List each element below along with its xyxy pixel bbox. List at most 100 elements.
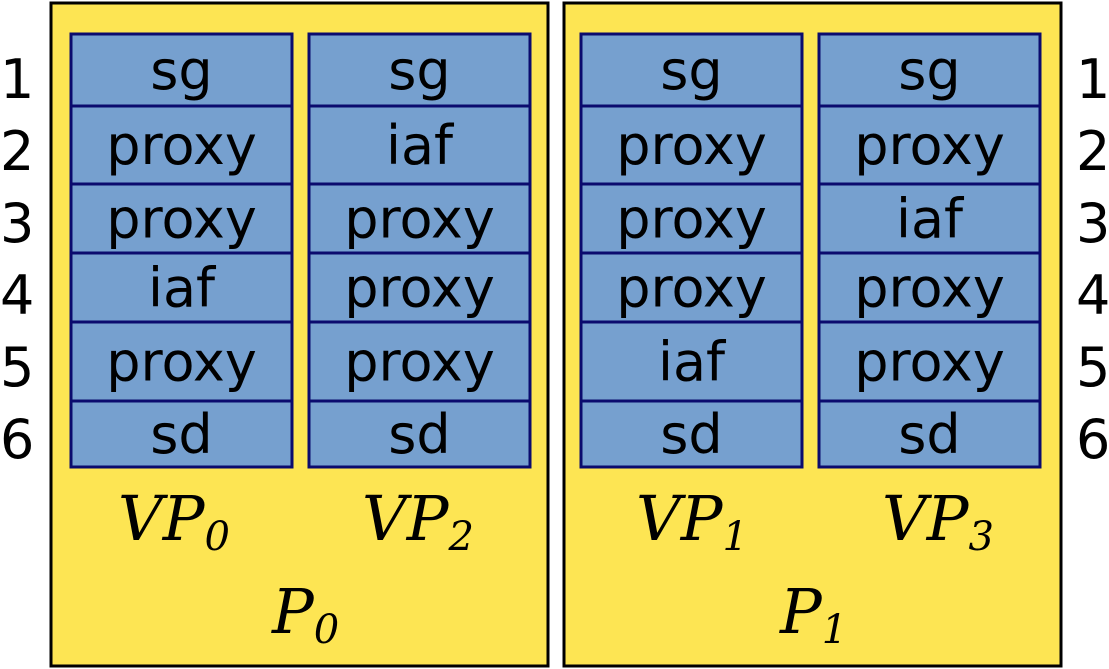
cell-label: proxy <box>106 114 257 177</box>
cell-box <box>817 182 1042 255</box>
row-number-right: 2 <box>1076 120 1109 183</box>
processor-label-main: P <box>779 575 823 648</box>
row-number-left: 5 <box>0 336 34 399</box>
cell-label: iaf <box>896 188 965 251</box>
processor-label-subscript: 1 <box>822 607 847 653</box>
cell-iaf: iaf <box>307 104 532 186</box>
processor-label-p0: P0 <box>271 575 339 653</box>
cell-label: proxy <box>854 114 1005 177</box>
cell-sd: sd <box>69 399 294 469</box>
cell-sg: sg <box>69 32 294 108</box>
cell-label: proxy <box>344 331 495 394</box>
cell-box <box>307 251 532 324</box>
row-number-left: 1 <box>0 48 34 111</box>
vp-label-vp3: VP3 <box>882 482 994 560</box>
row-number-left: 6 <box>0 408 34 471</box>
cell-proxy: proxy <box>307 182 532 255</box>
cell-box <box>579 320 804 403</box>
vp-label-subscript: 2 <box>448 514 474 560</box>
cell-proxy: proxy <box>69 104 294 186</box>
cell-box <box>69 251 294 324</box>
cell-label: proxy <box>344 188 495 251</box>
cell-box <box>69 104 294 186</box>
cell-label: sd <box>388 403 450 466</box>
vp-label-vp1: VP1 <box>636 482 748 560</box>
cell-box <box>307 399 532 469</box>
cell-label: sg <box>898 39 960 102</box>
vp-label-main: VP <box>118 482 206 555</box>
vp-label-main: VP <box>882 482 970 555</box>
cell-label: proxy <box>106 188 257 251</box>
cell-label: sd <box>150 403 212 466</box>
cell-sd: sd <box>817 399 1042 469</box>
cell-label: sg <box>150 39 212 102</box>
row-number-left: 3 <box>0 192 34 255</box>
vp-label-main: VP <box>636 482 724 555</box>
cell-box <box>579 182 804 255</box>
cell-label: sg <box>660 39 722 102</box>
vp-label-subscript: 1 <box>723 514 748 560</box>
cell-box <box>579 251 804 324</box>
cell-proxy: proxy <box>579 182 804 255</box>
cell-label: sd <box>898 403 960 466</box>
row-numbers-right: 1 2 3 4 5 6 <box>1076 48 1109 471</box>
cell-label: proxy <box>344 257 495 320</box>
vp-label-subscript: 3 <box>969 514 994 560</box>
cell-label: proxy <box>616 257 767 320</box>
cell-label: iaf <box>658 331 727 394</box>
cell-iaf: iaf <box>69 251 294 324</box>
cell-sd: sd <box>307 399 532 469</box>
cell-box <box>817 32 1042 108</box>
row-number-right: 5 <box>1076 336 1109 399</box>
cell-proxy: proxy <box>817 104 1042 186</box>
row-number-right: 6 <box>1076 408 1109 471</box>
cell-sd: sd <box>579 399 804 469</box>
row-number-right: 1 <box>1076 48 1109 111</box>
cell-sg: sg <box>307 32 532 108</box>
cell-iaf: iaf <box>817 182 1042 255</box>
cell-label: proxy <box>854 331 1005 394</box>
vp-label-vp0: VP0 <box>118 482 230 560</box>
cell-box <box>579 399 804 469</box>
cell-box <box>579 104 804 186</box>
cell-box <box>307 182 532 255</box>
cell-proxy: proxy <box>817 320 1042 403</box>
cell-label: proxy <box>106 331 257 394</box>
cell-label: iaf <box>148 257 217 320</box>
cell-box <box>307 104 532 186</box>
processor-label-main: P <box>271 575 315 648</box>
cell-label: sg <box>388 39 450 102</box>
cell-proxy: proxy <box>579 251 804 324</box>
cell-box <box>817 251 1042 324</box>
cell-box <box>69 399 294 469</box>
row-numbers-left: 1 2 3 4 5 6 <box>0 48 34 471</box>
cell-proxy: proxy <box>307 251 532 324</box>
cell-label: proxy <box>616 188 767 251</box>
cell-label: sd <box>660 403 722 466</box>
cell-box <box>817 399 1042 469</box>
cell-label: proxy <box>616 114 767 177</box>
cell-label: iaf <box>386 114 455 177</box>
processor-label-p1: P1 <box>779 575 847 653</box>
cell-proxy: proxy <box>69 320 294 403</box>
cell-label: proxy <box>854 257 1005 320</box>
row-number-left: 2 <box>0 120 34 183</box>
cell-proxy: proxy <box>69 182 294 255</box>
vp-label-main: VP <box>362 482 450 555</box>
cell-sg: sg <box>817 32 1042 108</box>
processor-label-subscript: 0 <box>314 607 339 653</box>
vp-label-subscript: 0 <box>205 514 230 560</box>
cell-proxy: proxy <box>579 104 804 186</box>
row-number-left: 4 <box>0 264 34 327</box>
cell-proxy: proxy <box>307 320 532 403</box>
row-number-right: 4 <box>1076 264 1109 327</box>
cell-proxy: proxy <box>817 251 1042 324</box>
cell-sg: sg <box>579 32 804 108</box>
vp-label-vp2: VP2 <box>362 482 474 560</box>
cell-iaf: iaf <box>579 320 804 403</box>
